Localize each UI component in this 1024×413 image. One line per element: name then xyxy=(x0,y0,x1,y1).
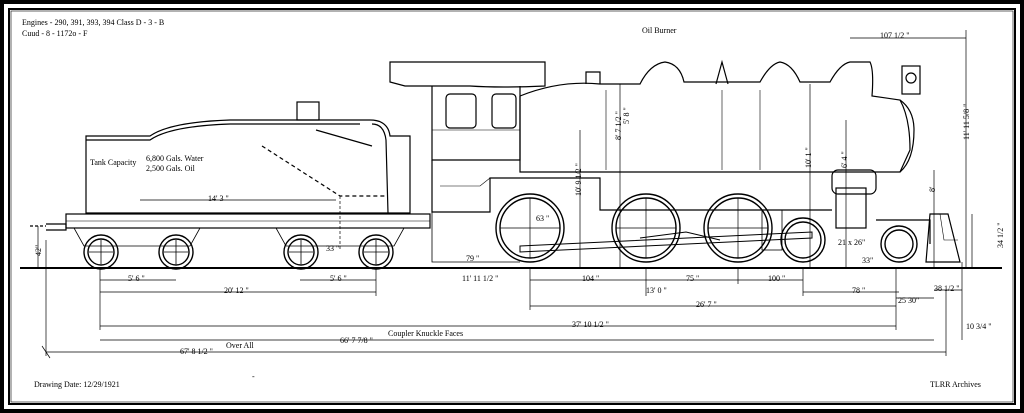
dim-75: 75 " xyxy=(686,274,700,283)
dim-66-7: 66' 7 7/8 " xyxy=(340,336,373,345)
dim-42: 42" xyxy=(34,244,43,256)
dim-79: 79 " xyxy=(466,254,480,263)
dim-107: 107 1/2 " xyxy=(880,31,910,40)
dim-104: 104 " xyxy=(582,274,600,283)
dim-21-26: 21 x 26" xyxy=(838,238,866,247)
tender-wheels xyxy=(83,234,394,270)
dim-38: 38 1/2 " xyxy=(934,284,960,293)
dim-25-30: 25 30" xyxy=(898,296,920,305)
dim-6-4: 6' 4 " xyxy=(840,151,849,168)
dim-33b: 33" xyxy=(862,256,874,265)
dim-26-7: 26' 7 " xyxy=(696,300,717,309)
label-oil-burner: Oil Burner xyxy=(642,26,677,35)
tender xyxy=(30,101,431,247)
dim-5-6a: 5' 6 " xyxy=(128,274,145,283)
driver-wheels xyxy=(495,193,918,263)
dimension-lines xyxy=(37,30,973,359)
dim-78: 78 " xyxy=(852,286,866,295)
stamp-mark: - xyxy=(252,372,255,381)
dim-67-8: 67' 8 1/2 " xyxy=(180,347,213,356)
dim-34: 34 1/2 " xyxy=(996,222,1005,249)
dim-20-12: 20' 12 " xyxy=(224,286,249,295)
dim-10-9: 10' 9 1/2 " xyxy=(574,163,583,196)
inner-border xyxy=(8,8,1016,405)
dim-14-3: 14' 3 " xyxy=(208,194,229,203)
dim-10-3: 10 3/4 " xyxy=(966,322,992,331)
dim-11-11b: 11' 11 1/2 " xyxy=(462,274,499,283)
dim-8: 8' xyxy=(928,186,937,192)
dim-100: 100 " xyxy=(768,274,786,283)
archive-credit: TLRR Archives xyxy=(930,380,981,389)
label-over-all: Over All xyxy=(226,341,254,350)
dim-33: 33 " xyxy=(326,244,340,253)
dim-37-10: 37' 10 1/2 " xyxy=(572,320,609,329)
dim-11-11: 11' 11 5/8 " xyxy=(962,103,971,140)
dim-10-1: 10' 1 " xyxy=(804,147,813,168)
locomotive xyxy=(389,59,961,263)
label-oil: 2,500 Gals. Oil xyxy=(146,164,195,173)
header-class: Cuud - 8 - 1172o - F xyxy=(22,29,88,38)
label-coupler: Coupler Knuckle Faces xyxy=(388,329,464,338)
drawing-date: Drawing Date: 12/29/1921 xyxy=(34,380,120,389)
header-engines: Engines - 290, 391, 393, 394 Class D - 3… xyxy=(22,18,165,27)
dim-5-6b: 5' 6 " xyxy=(330,274,347,283)
inner-border-2 xyxy=(10,10,1014,403)
label-tank-capacity: Tank Capacity xyxy=(90,158,137,167)
dim-5-8: 5' 8 " xyxy=(622,107,631,124)
label-water: 6,800 Gals. Water xyxy=(146,154,204,163)
dim-13-0: 13' 0 " xyxy=(646,286,667,295)
dim-63: 63 " xyxy=(536,214,550,223)
